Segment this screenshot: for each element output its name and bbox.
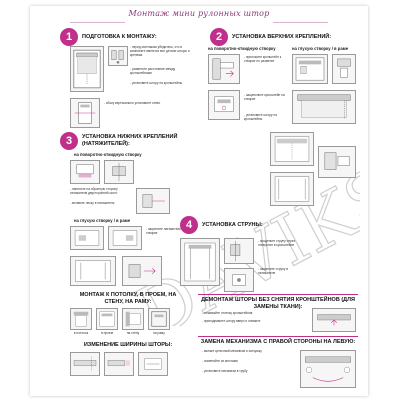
- swap-title: ЗАМЕНА МЕХАНИЗМА С ПРАВОЙ СТОРОНЫ НА ЛЕВ…: [200, 339, 356, 345]
- width-figure-1: [70, 352, 100, 376]
- swap-note-1: - выньте цепочный механизм и заглушку: [202, 349, 262, 353]
- title-rule-right: [273, 22, 328, 23]
- step-3-figure-line: [136, 188, 170, 214]
- step-4-figure-string: [180, 238, 220, 286]
- step-3-title: УСТАНОВКА НИЖНИХ КРЕПЛЕНИЙ (НАТЯЖИТЕЛЕЙ)…: [82, 134, 178, 147]
- step-2-title: УСТАНОВКА ВЕРХНИХ КРЕПЛЕНИЙ:: [232, 34, 332, 40]
- mount-figure-frame: [148, 308, 170, 330]
- step-1-badge: 1: [60, 28, 78, 46]
- step-3-subtitle-sash: на поворотно-откидную створку: [74, 152, 142, 157]
- sheet-title: Монтаж мини рулонных штор: [128, 9, 270, 18]
- step-4-note-1: - проденьте струну через отверстие в кро…: [258, 239, 296, 247]
- dismount-divider: [198, 294, 358, 295]
- step-1-figure-window: [70, 46, 104, 92]
- dismount-title: ДЕМОНТАЖ ШТОРЫ БЕЗ СНЯТИЯ КРОНШТЕЙНОВ (Д…: [201, 297, 355, 310]
- step-3-note-3: - закрепите натяжитель на створке: [146, 227, 186, 235]
- swap-figure: [300, 350, 356, 388]
- step-3-figure-right-2: [318, 146, 356, 178]
- step-2-note-2: - защелкните кронштейн на створке: [244, 93, 285, 101]
- step-3-subtitle-frame: на глухую створку / в раме: [74, 218, 131, 223]
- width-figure-3: [138, 352, 168, 376]
- step-4-figure-thread: [224, 238, 254, 264]
- width-title: ИЗМЕНЕНИЕ ШИРИНЫ ШТОРЫ:: [83, 342, 173, 348]
- step-3-figure-frame-2: [108, 226, 142, 250]
- step-3-note-2: - вставьте леску в натяжитель: [70, 201, 115, 205]
- step-2-figure-click: [208, 90, 240, 120]
- step-2-subtitle-sash: на поворотно-откидную створку: [208, 46, 276, 51]
- step-3-figure-tape: [70, 160, 100, 184]
- swap-divider: [198, 336, 358, 337]
- step-2-note-3: - установите штору на кронштейны: [244, 113, 277, 121]
- step-2-figure-detail: [332, 54, 356, 84]
- step-3-note-1: - нанесите на обратную сторону натяжител…: [70, 187, 118, 195]
- step-4-title: УСТАНОВКА СТРУНЫ:: [202, 222, 263, 228]
- dismount-figure: [312, 308, 356, 332]
- step-1-figure-bracket: [70, 98, 100, 128]
- step-4-badge: 4: [180, 216, 198, 234]
- step-3-figure-detail: [122, 256, 162, 286]
- step-1-note-3: - установите штору на кронштейны: [130, 81, 183, 85]
- instruction-sheet: Монтаж мини рулонных штор DAVIKS 1 ПОДГО…: [30, 6, 368, 396]
- step-3-figure-frame-1: [70, 226, 104, 250]
- step-1-note-1: - перед монтажом убедитесь, что в компле…: [130, 45, 190, 57]
- step-3-figure-right-1: [270, 132, 314, 166]
- mount-caption-frame: на раму: [153, 331, 165, 335]
- step-3-figure-tensioner: [104, 160, 134, 184]
- width-figure-2: [104, 352, 134, 376]
- step-3-figure-final: [70, 256, 116, 286]
- mount-caption-ceiling: в потолок: [73, 331, 89, 335]
- step-4-note-2: - закрепите струну в натяжителе: [258, 267, 289, 275]
- step-4-figure-lock: [224, 268, 254, 292]
- step-3-badge: 3: [60, 132, 78, 150]
- step-1-figure-parts: [108, 46, 128, 66]
- step-1-note-4: - сбоку вертикально установите отвес: [104, 101, 161, 105]
- mount-title: МОНТАЖ К ПОТОЛКУ, В ПРОЕМ, НА СТЕНУ, НА …: [79, 292, 177, 305]
- step-2-badge: 2: [210, 28, 228, 46]
- step-2-figure-bracket-sash: [208, 54, 240, 84]
- step-2-subtitle-frame: на глухую створку / в раме: [292, 46, 349, 51]
- step-2-figure-bracket-frame: [292, 54, 328, 84]
- mount-figure-opening: [96, 308, 118, 330]
- step-3-figure-right-3: [270, 172, 314, 206]
- swap-note-2: - поменяйте их местами: [202, 359, 238, 363]
- dismount-note-1: - отжимайте отсечку кронштейнов: [202, 311, 253, 315]
- mount-figure-wall: [122, 308, 144, 330]
- step-2-note-1: - приложите кронштейн к створке по разме…: [244, 55, 282, 63]
- mount-figure-ceiling: [70, 308, 92, 330]
- swap-note-3: - установите механизм в трубу: [202, 369, 248, 373]
- step-1-note-2: - разметьте расстояние между кронштейнам…: [130, 67, 176, 75]
- dismount-note-2: - приподнимите штору вверх и снимите: [202, 319, 261, 323]
- step-2-figure-mount: [292, 90, 356, 124]
- step-1-title: ПОДГОТОВКА К МОНТАЖУ:: [82, 34, 157, 40]
- title-rule-left: [70, 22, 125, 23]
- mount-caption-opening: в проем: [101, 331, 113, 335]
- mount-caption-wall: на стену: [126, 331, 140, 335]
